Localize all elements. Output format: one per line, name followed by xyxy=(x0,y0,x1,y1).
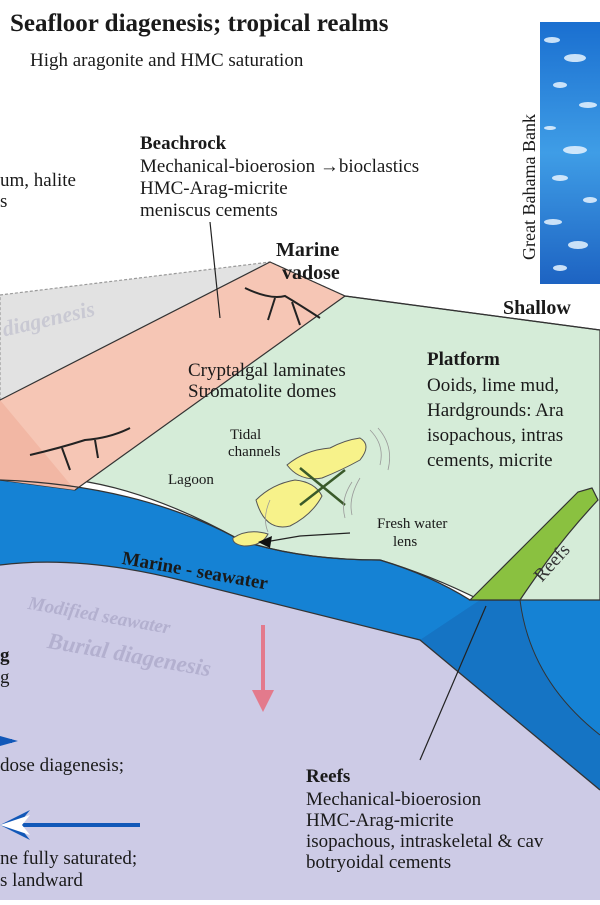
fresh-water-line-1: Fresh water xyxy=(377,516,448,532)
vadose-diagenesis-text: dose diagenesis; xyxy=(0,755,125,776)
platform-line-4: cements, micrite xyxy=(427,450,553,471)
reef-body xyxy=(468,487,599,601)
platform-line-3: isopachous, intras xyxy=(427,425,564,446)
pointer-lines xyxy=(209,221,487,761)
tidal-shoal-upper xyxy=(286,437,367,480)
fresh-water-arrowhead xyxy=(258,536,272,548)
tidal-shoal-lower xyxy=(255,479,323,528)
left-mid-line-2: g xyxy=(0,667,10,688)
fully-saturated-line-1: ne fully saturated; xyxy=(0,848,138,869)
beachrock-line-3: meniscus cements xyxy=(140,200,278,221)
burial-arrow xyxy=(252,625,274,712)
beach-zone xyxy=(0,261,347,491)
left-mid-line-1: g xyxy=(0,645,10,666)
fresh-water-line-2: lens xyxy=(393,534,418,550)
reefs-line-1: Mechanical-bioerosion xyxy=(306,789,482,810)
platform-line-2: Hardgrounds: Ara xyxy=(427,400,564,421)
fully-saturated-line-2: s landward xyxy=(0,870,83,891)
diagram-title: Seafloor diagenesis; tropical realms xyxy=(10,10,389,37)
seawater-zone xyxy=(0,480,600,790)
reefs-line-4: botryoidal cements xyxy=(306,852,452,873)
beachrock-line-2: HMC-Arag-micrite xyxy=(140,178,288,199)
left-cut-line-2: s xyxy=(0,191,8,212)
lagoon-label: Lagoon xyxy=(168,472,214,488)
landward-arrows xyxy=(0,736,140,840)
beachrock-line-1: Mechanical-bioerosion →bioclastics xyxy=(140,156,420,177)
reefs-line-2: HMC-Arag-micrite xyxy=(306,810,454,831)
beachrock-cracks xyxy=(29,287,321,471)
diagram-subtitle: High aragonite and HMC saturation xyxy=(30,50,304,71)
marine-vadose-line-1: Marine xyxy=(276,239,340,261)
shallow-label: Shallow xyxy=(503,297,571,319)
reefs-heading: Reefs xyxy=(306,766,351,787)
laminates-line-2: Stromatolite domes xyxy=(188,381,337,402)
left-wedge xyxy=(0,400,75,490)
seawater-face xyxy=(420,600,600,790)
laminates-line-1: Cryptalgal laminates xyxy=(188,360,346,381)
platform-line-1: Ooids, lime mud, xyxy=(427,375,559,396)
tidal-channels-line-2: channels xyxy=(228,444,281,460)
reefs-line-3: isopachous, intraskeletal & cav xyxy=(306,831,544,852)
beachrock-heading: Beachrock xyxy=(140,133,227,154)
marine-vadose-line-2: vadose xyxy=(282,262,340,284)
left-cut-line-1: um, halite xyxy=(0,170,76,191)
photo-caption: Great Bahama Bank xyxy=(519,114,539,260)
great-bahama-bank-photo xyxy=(540,22,600,284)
platform-heading: Platform xyxy=(427,349,500,370)
tidal-channels-line-1: Tidal xyxy=(230,427,262,443)
ripple-lines xyxy=(265,427,391,533)
burial-zone xyxy=(0,562,600,900)
